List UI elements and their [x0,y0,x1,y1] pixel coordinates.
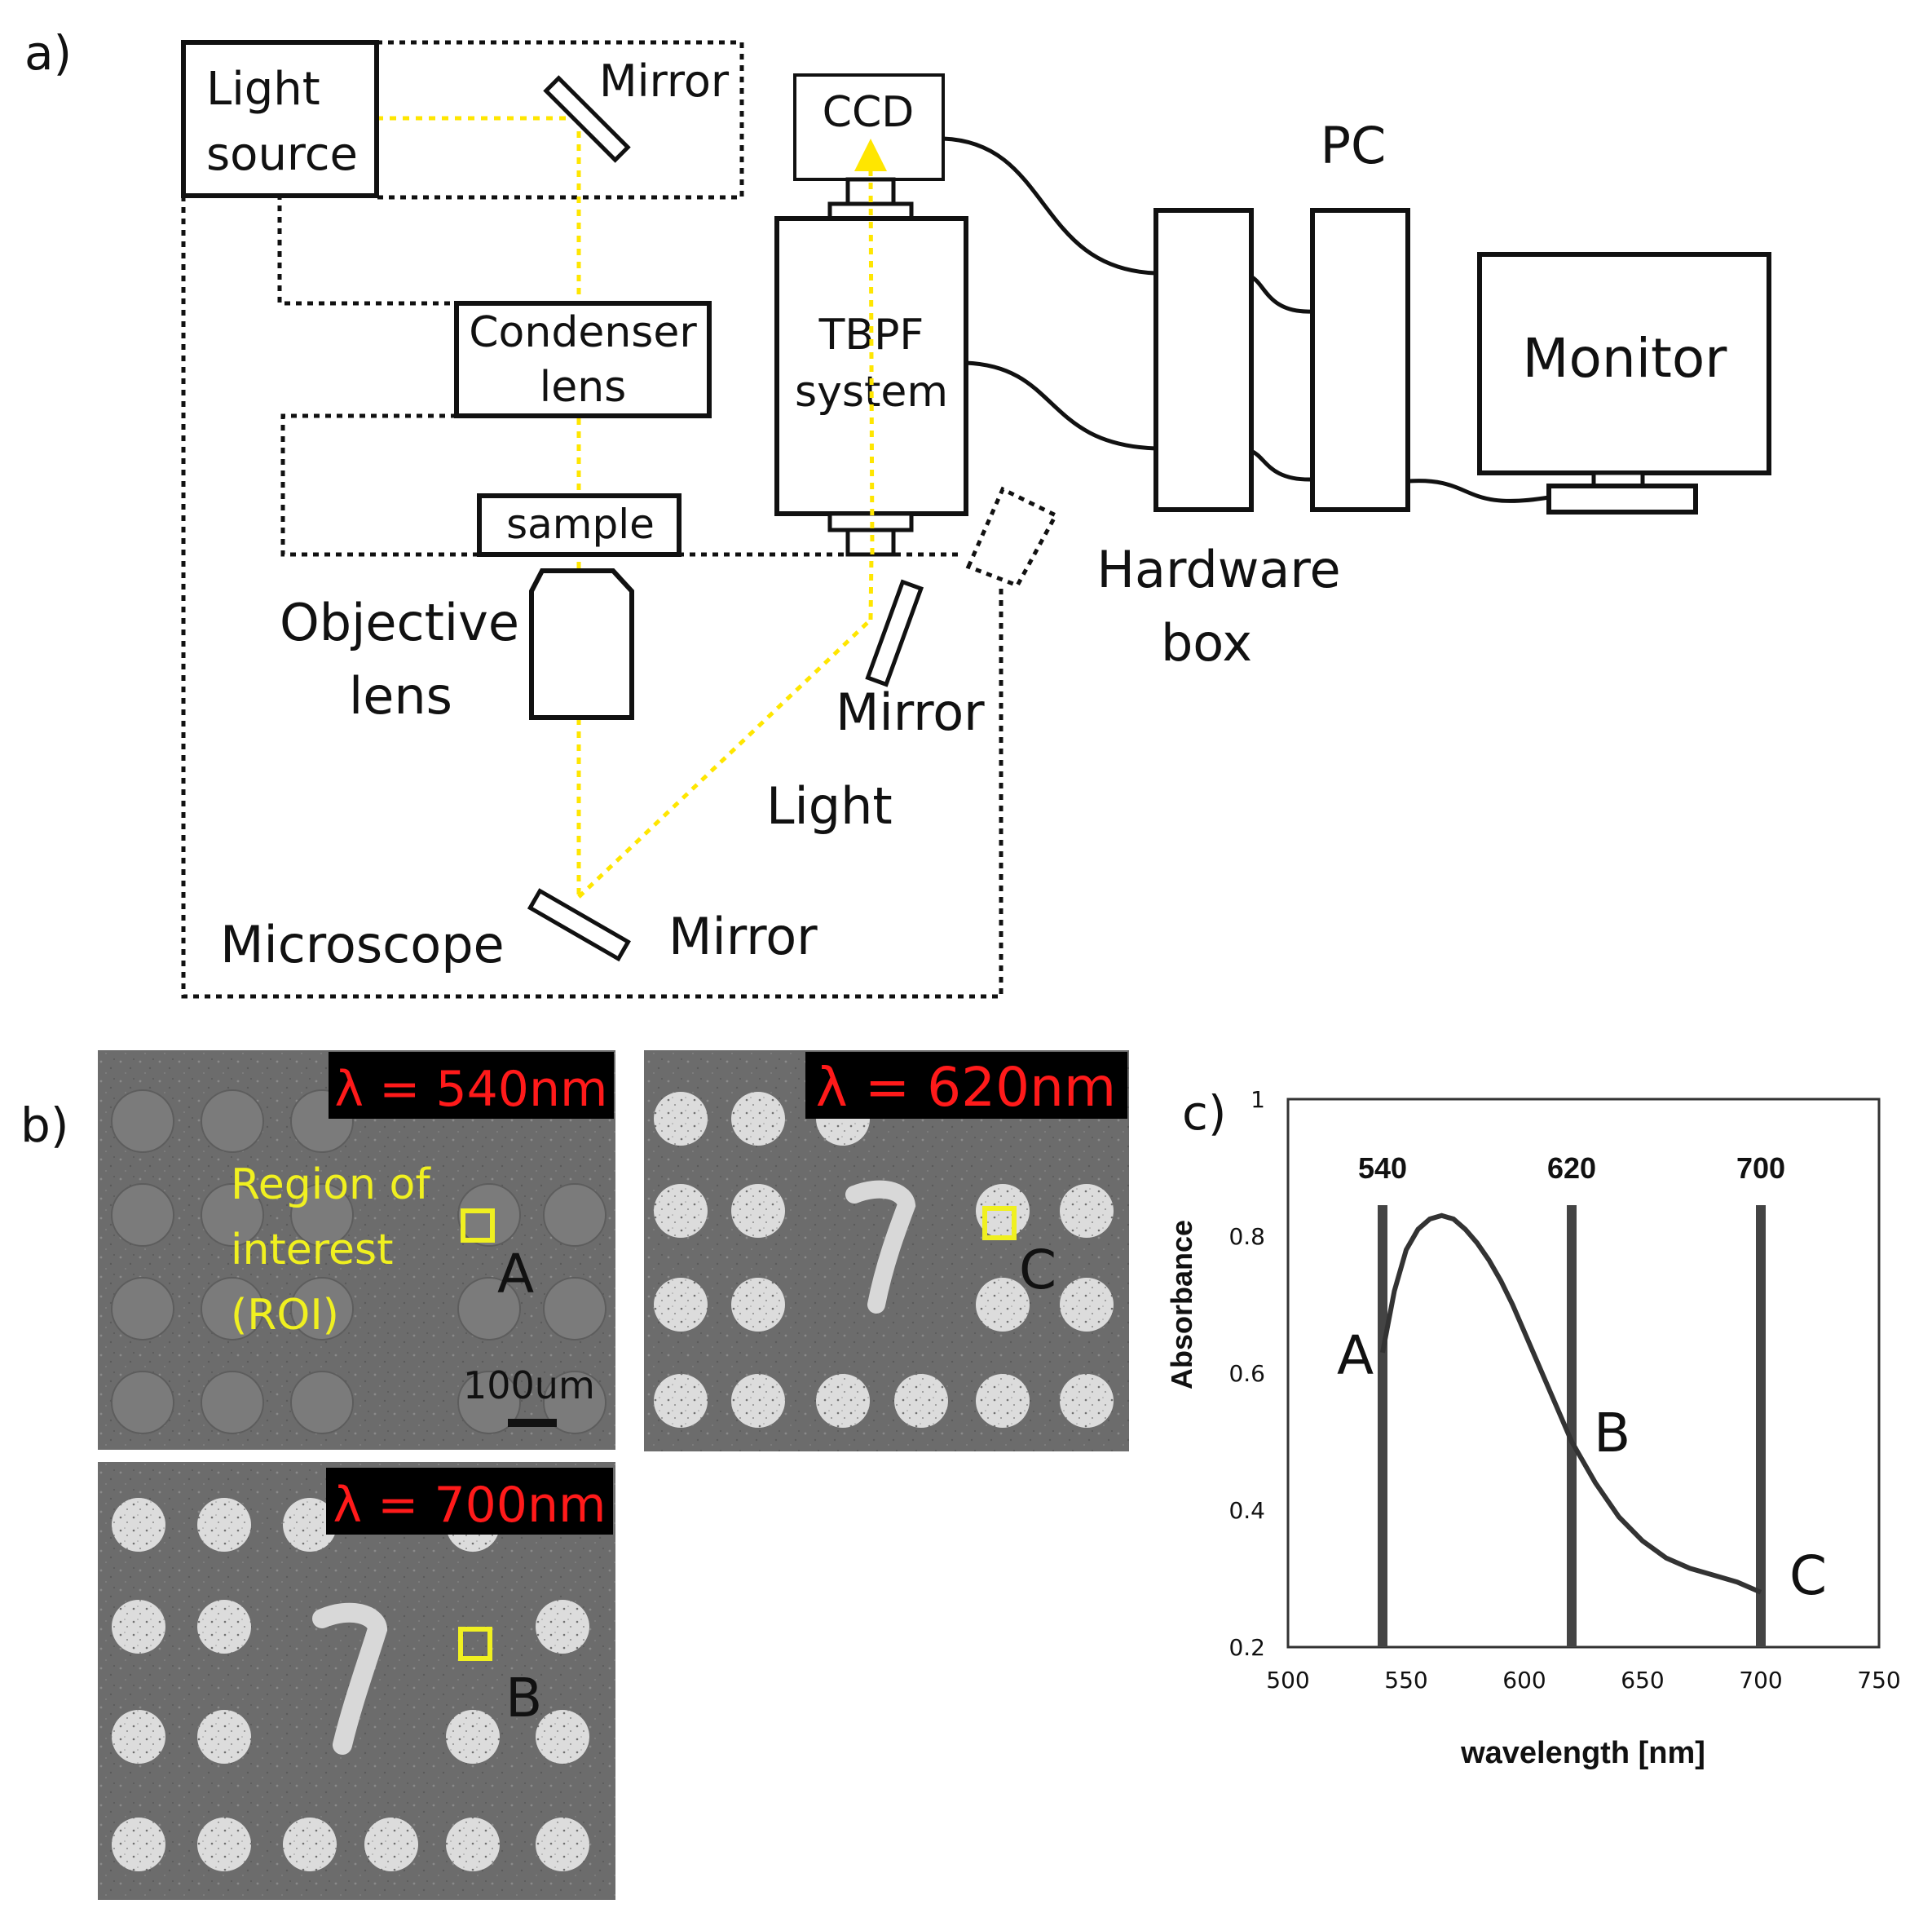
wavelength-label-bg-700 [326,1468,613,1535]
sample: sample [477,493,681,557]
x-tick-label: 550 [1384,1667,1427,1694]
roi-box-b [458,1627,492,1661]
ccd-label: CCD [823,88,915,137]
absorbance-curve [1380,1212,1762,1595]
image-620nm: λ = 620nm C [644,1050,1129,1451]
wavelength-line-label: 620 [1547,1151,1596,1185]
mirror-bottom-icon [527,888,631,962]
dot-grid-540 [111,1089,607,1434]
y-tick-label: 1 [1251,1086,1265,1113]
scale-bar-label: 100um [463,1363,595,1407]
image-700nm: λ = 700nm B [98,1462,615,1900]
svg-text:lens: lens [540,363,627,412]
roi-box-c [982,1206,1017,1240]
panel-c: c) 500 550 600 650 700 750 0.2 0.4 0.6 0.8 1 540 620… [1165,1085,1901,1770]
sample-label: sample [506,501,655,548]
svg-text:Condenser: Condenser [469,308,697,357]
roi-label: Region of [231,1160,431,1209]
wavelength-label-700: λ = 700nm [333,1477,607,1534]
digit-seven [845,1180,916,1314]
objective-lens-icon [529,568,634,720]
roi-label-2: interest [231,1226,394,1274]
hardware-box-label: Hardware [1096,540,1340,599]
mirror-right-icon [865,579,924,687]
light-source-label-2: source [206,128,358,181]
x-tick-label: 750 [1857,1667,1900,1694]
curve-marker: B [1594,1402,1630,1464]
roi-marker-c: C [1019,1239,1056,1301]
wavelength-label-bg-620 [805,1052,1127,1119]
x-tick-label: 600 [1502,1667,1546,1694]
x-tick-label: 500 [1266,1667,1309,1694]
y-tick-label: 0.2 [1228,1634,1265,1661]
dot-grid-700 [112,1498,589,1871]
pc-tower [1310,208,1410,512]
mirror-top-label: Mirror [599,55,730,107]
panel-b: b) [20,1050,1129,1900]
objective-lens-label: Objective [280,593,519,652]
hardware-box [1153,208,1254,512]
curve-marker: A [1337,1324,1374,1387]
pc-label: PC [1321,116,1387,175]
panel-a-label: a) [24,25,72,81]
dot-grid-620 [654,1092,1114,1428]
tbpf-system: TBPF system [774,216,968,557]
condenser-lens: Condenser lens [454,301,712,418]
scale-bar [508,1419,557,1427]
digit-seven-700 [312,1602,388,1755]
x-tick-label: 700 [1739,1667,1782,1694]
mirror-top-icon [543,75,631,163]
wavelength-line-label: 700 [1736,1151,1785,1185]
wavelength-label-bg-540 [329,1052,614,1119]
x-axis-label: wavelength [nm] [1460,1736,1705,1770]
wavelength-label-620: λ = 620nm [816,1056,1116,1119]
image-540nm: λ = 540nm Region of interest (ROI) A 100… [98,1050,615,1450]
x-tick-label: 650 [1621,1667,1664,1694]
mirror-right-label: Mirror [836,682,985,742]
light-source: Light source [181,40,379,198]
y-tick-label: 0.8 [1228,1223,1265,1250]
chart-layer: 500 550 600 650 700 750 0.2 0.4 0.6 0.8 1 540 620 700… [1228,1086,1900,1694]
panel-b-label: b) [20,1098,68,1153]
light-path-inner [868,170,875,555]
y-tick-label: 0.4 [1228,1497,1265,1524]
hardware-box-label-2: box [1161,613,1252,673]
monitor: Monitor [1477,252,1771,515]
monitor-label: Monitor [1523,327,1728,390]
microscope-label: Microscope [220,915,505,974]
roi-marker-a: A [497,1243,534,1305]
curve-marker: C [1789,1544,1827,1607]
roi-label-3: (ROI) [231,1291,339,1340]
roi-box-a [461,1208,495,1243]
roi-marker-b: B [505,1667,542,1729]
mirror-bottom-label: Mirror [668,907,818,966]
panel-c-label: c) [1182,1085,1227,1141]
light-source-label: Light [206,63,320,116]
wavelength-label-540: λ = 540nm [335,1061,608,1118]
light-label: Light [766,776,893,836]
y-tick-label: 0.6 [1228,1360,1265,1387]
wavelength-line-label: 540 [1358,1151,1407,1185]
y-axis-label: Absorbance [1165,1220,1198,1389]
panel-a: a) Light source Mirror Con [24,25,1771,999]
ccd-arrow-icon [854,139,887,171]
objective-lens-label-2: lens [349,666,452,726]
